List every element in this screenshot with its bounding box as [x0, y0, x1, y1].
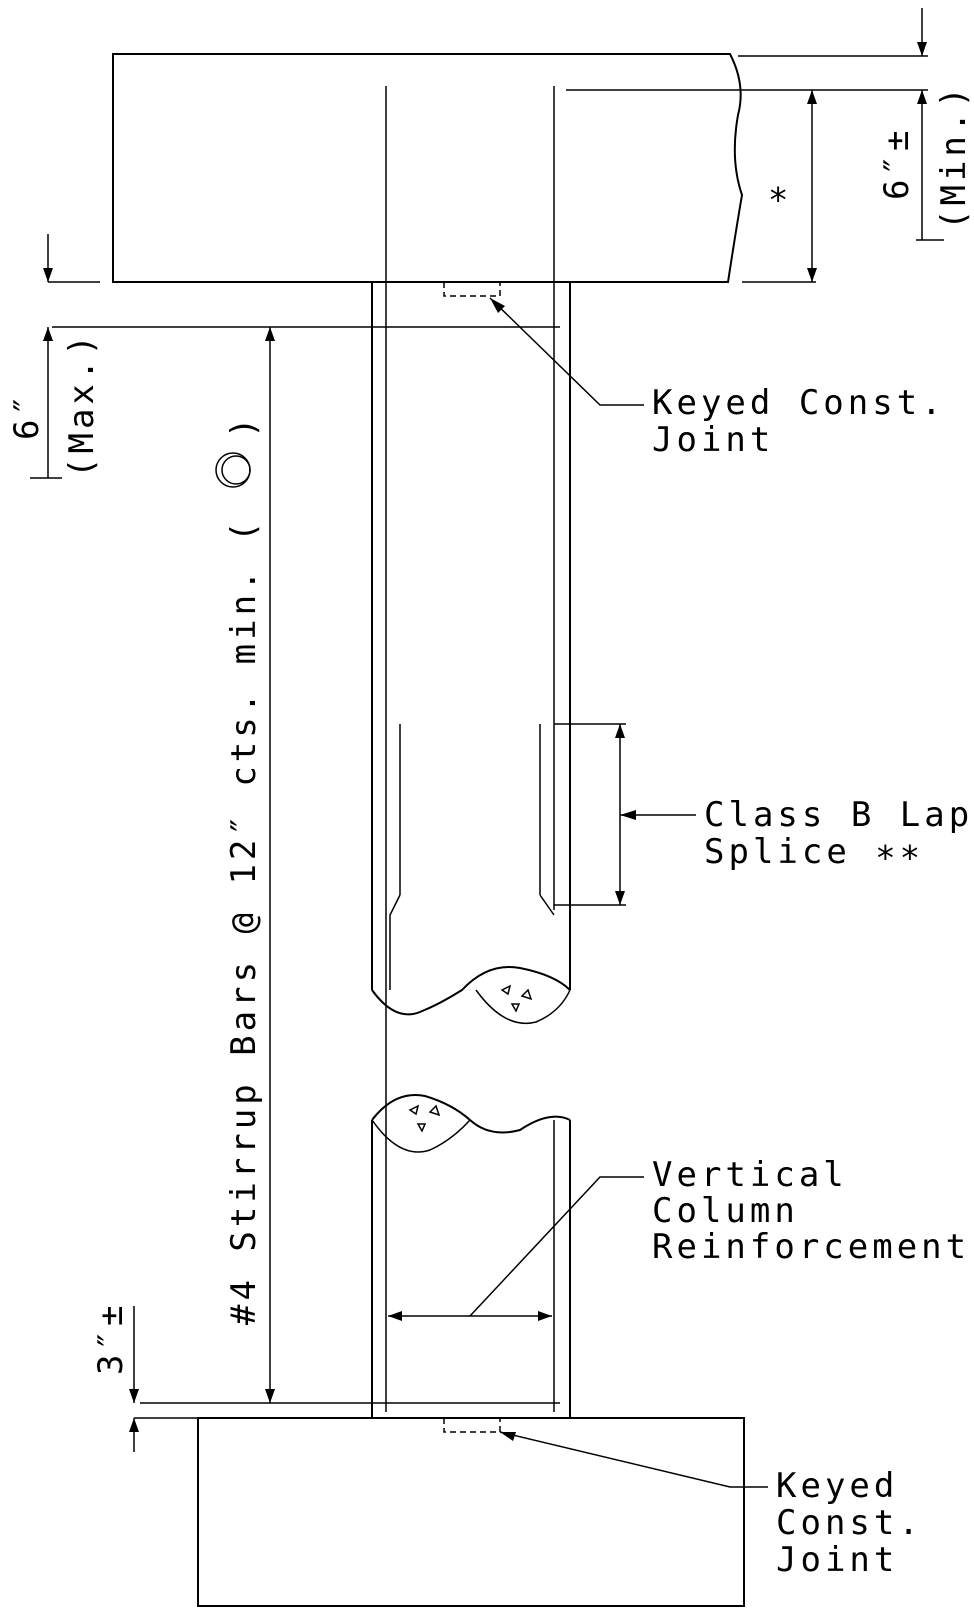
keyed-joint-bottom	[443, 1418, 501, 1433]
dim-max-value: 6″	[7, 391, 47, 440]
leader-vertical-reinf	[388, 1176, 644, 1321]
dim-min-value: 6″±	[877, 127, 917, 200]
leader-keyed-top	[489, 297, 644, 406]
keyed-bottom-label-3: Joint	[776, 1540, 898, 1580]
keyed-bottom-label-1: Keyed	[776, 1466, 898, 1506]
stirrup-label: #4 Stirrup Bars @ 12″ cts. min. (	[224, 517, 264, 1325]
circle-symbol	[215, 452, 251, 488]
vertical-reinf-label-3: Reinforcement	[652, 1227, 970, 1267]
dim-lap-splice	[554, 723, 696, 906]
vertical-column-reinforcement	[385, 86, 555, 1412]
dim-base	[129, 1306, 198, 1452]
vertical-reinf-label-1: Vertical	[652, 1155, 848, 1195]
column-upper	[371, 282, 571, 1024]
cap-beam	[112, 53, 744, 283]
keyed-joint-top	[443, 282, 501, 297]
footing	[197, 1417, 745, 1607]
dim-max-note: (Max.)	[62, 331, 102, 478]
vertical-reinf-label-2: Column	[652, 1191, 799, 1231]
dim-min-note: (Min.)	[934, 83, 974, 230]
lap-splice-label-1: Class B Lap	[704, 795, 973, 835]
stirrup-label-close: )	[224, 414, 264, 438]
dim-base-value: 3″±	[91, 1302, 131, 1375]
lap-splice-label-2: Splice ∗∗	[704, 832, 924, 872]
asterisk-mark: ∗	[768, 174, 792, 214]
keyed-top-label-1: Keyed Const.	[652, 383, 946, 423]
dim-min	[566, 8, 944, 283]
column-lower	[371, 1094, 571, 1418]
dim-stirrup	[265, 327, 275, 1403]
keyed-top-label-2: Joint	[652, 420, 774, 460]
dim-max	[30, 234, 100, 479]
leader-keyed-bottom	[499, 1431, 768, 1488]
keyed-bottom-label-2: Const.	[776, 1503, 923, 1543]
